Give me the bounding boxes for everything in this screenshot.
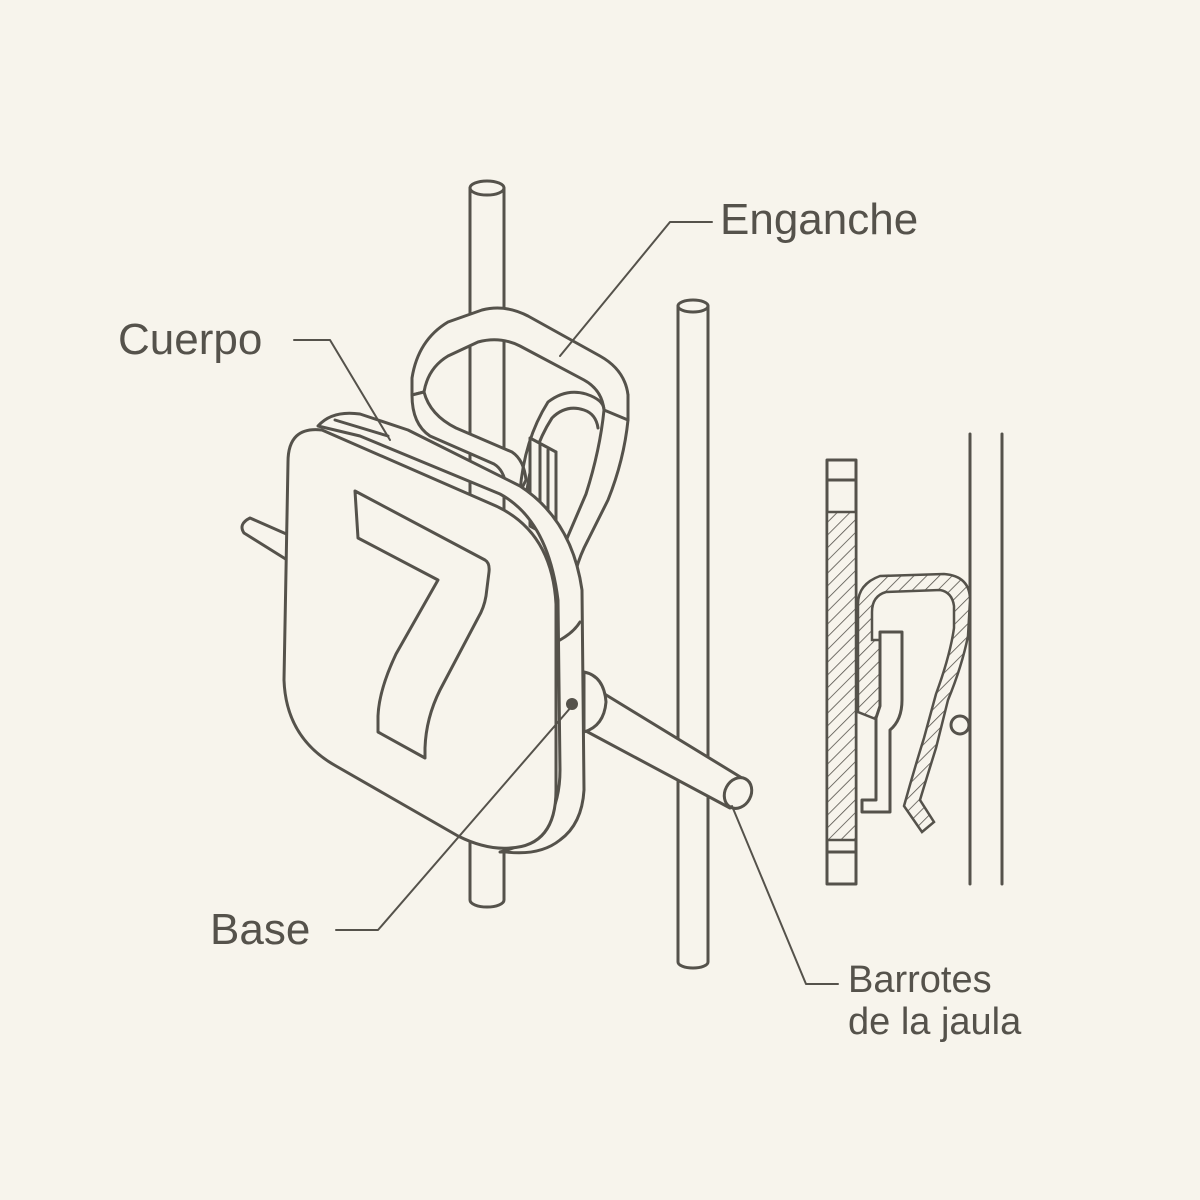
- label-cuerpo: Cuerpo: [118, 315, 262, 364]
- tag-body: 7: [282, 411, 586, 855]
- hook-clip: [410, 306, 630, 602]
- base-marker-dot: [566, 698, 578, 710]
- horizontal-cage-bar-front: [582, 670, 754, 810]
- leader-lines: [293, 221, 839, 985]
- leader-enganche: [559, 221, 713, 357]
- label-barrotes-line2: de la jaula: [848, 1001, 1022, 1043]
- leader-barrotes: [731, 805, 839, 985]
- right-cage-bar: [676, 298, 710, 970]
- label-enganche: Enganche: [720, 195, 918, 244]
- leader-cuerpo: [293, 339, 391, 441]
- label-barrotes-line1: Barrotes: [848, 959, 992, 1001]
- leader-base: [335, 705, 573, 931]
- label-base: Base: [210, 905, 310, 954]
- cross-section-detail: [825, 432, 1004, 886]
